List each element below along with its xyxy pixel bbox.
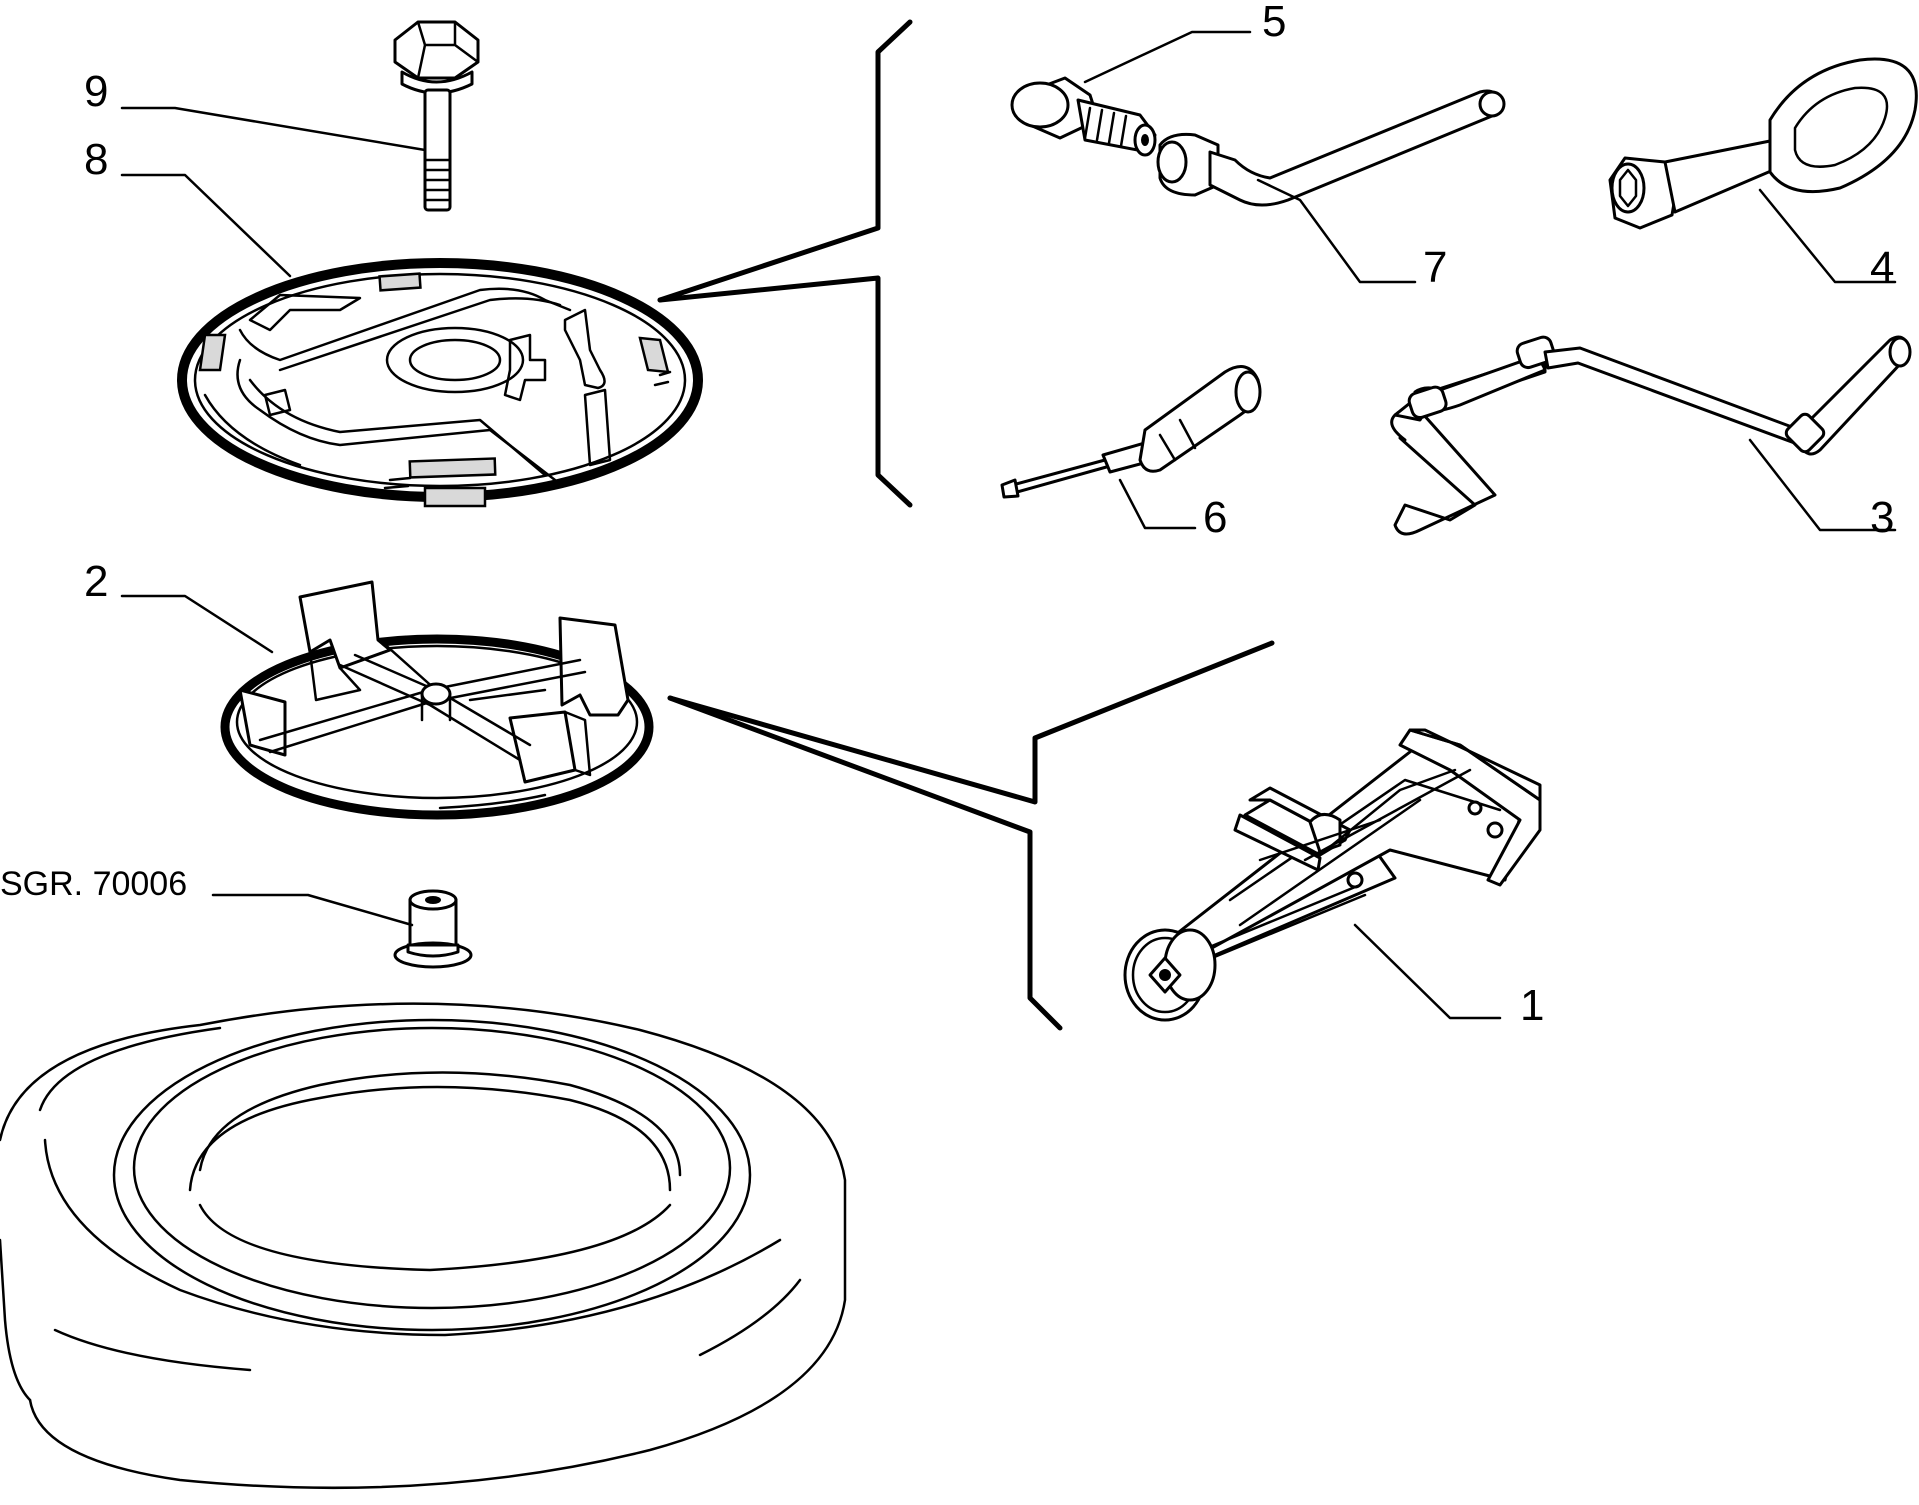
spare-tyre — [0, 1002, 847, 1490]
callout-labels: 9 8 5 7 4 6 3 2 1 SGR. 70006 — [0, 0, 1894, 1030]
callout-7: 7 — [1423, 243, 1447, 292]
leader-sgr — [211, 893, 414, 927]
leader-6 — [1118, 478, 1197, 530]
socket-adapter-part-5 — [1010, 76, 1157, 157]
box-spanner-part-4 — [1608, 57, 1918, 230]
callout-4: 4 — [1870, 243, 1894, 292]
leader-2 — [120, 594, 274, 654]
leader-7 — [1256, 178, 1417, 284]
leader-9 — [120, 106, 427, 152]
callout-3: 3 — [1870, 493, 1894, 542]
screwdriver-part-6 — [1000, 365, 1262, 499]
leader-1 — [1353, 923, 1502, 1020]
wheel-support-part-2 — [220, 580, 654, 820]
callout-8: 8 — [84, 135, 108, 184]
callout-2: 2 — [84, 557, 108, 606]
group-bracket-tools — [657, 19, 913, 508]
callout-6: 6 — [1203, 493, 1227, 542]
scissor-jack-part-1 — [1123, 728, 1542, 1022]
callout-5: 5 — [1262, 0, 1286, 46]
callout-sgr-70006: SGR. 70006 — [0, 865, 187, 903]
group-bracket-jack — [667, 640, 1275, 1031]
wheel-brace-part-7 — [1156, 89, 1506, 207]
bolt-part-9 — [393, 20, 480, 212]
tool-tray-part-8 — [177, 258, 703, 508]
leader-lines — [120, 30, 1897, 1020]
callout-9: 9 — [84, 67, 108, 116]
jack-handle-part-3 — [1390, 335, 1912, 536]
leader-4 — [1758, 188, 1897, 284]
callout-1: 1 — [1520, 981, 1544, 1030]
sleeve-nut-sgr-70006 — [393, 889, 473, 969]
leader-5 — [1083, 30, 1252, 84]
leader-8 — [120, 173, 292, 278]
leader-3 — [1748, 438, 1897, 532]
